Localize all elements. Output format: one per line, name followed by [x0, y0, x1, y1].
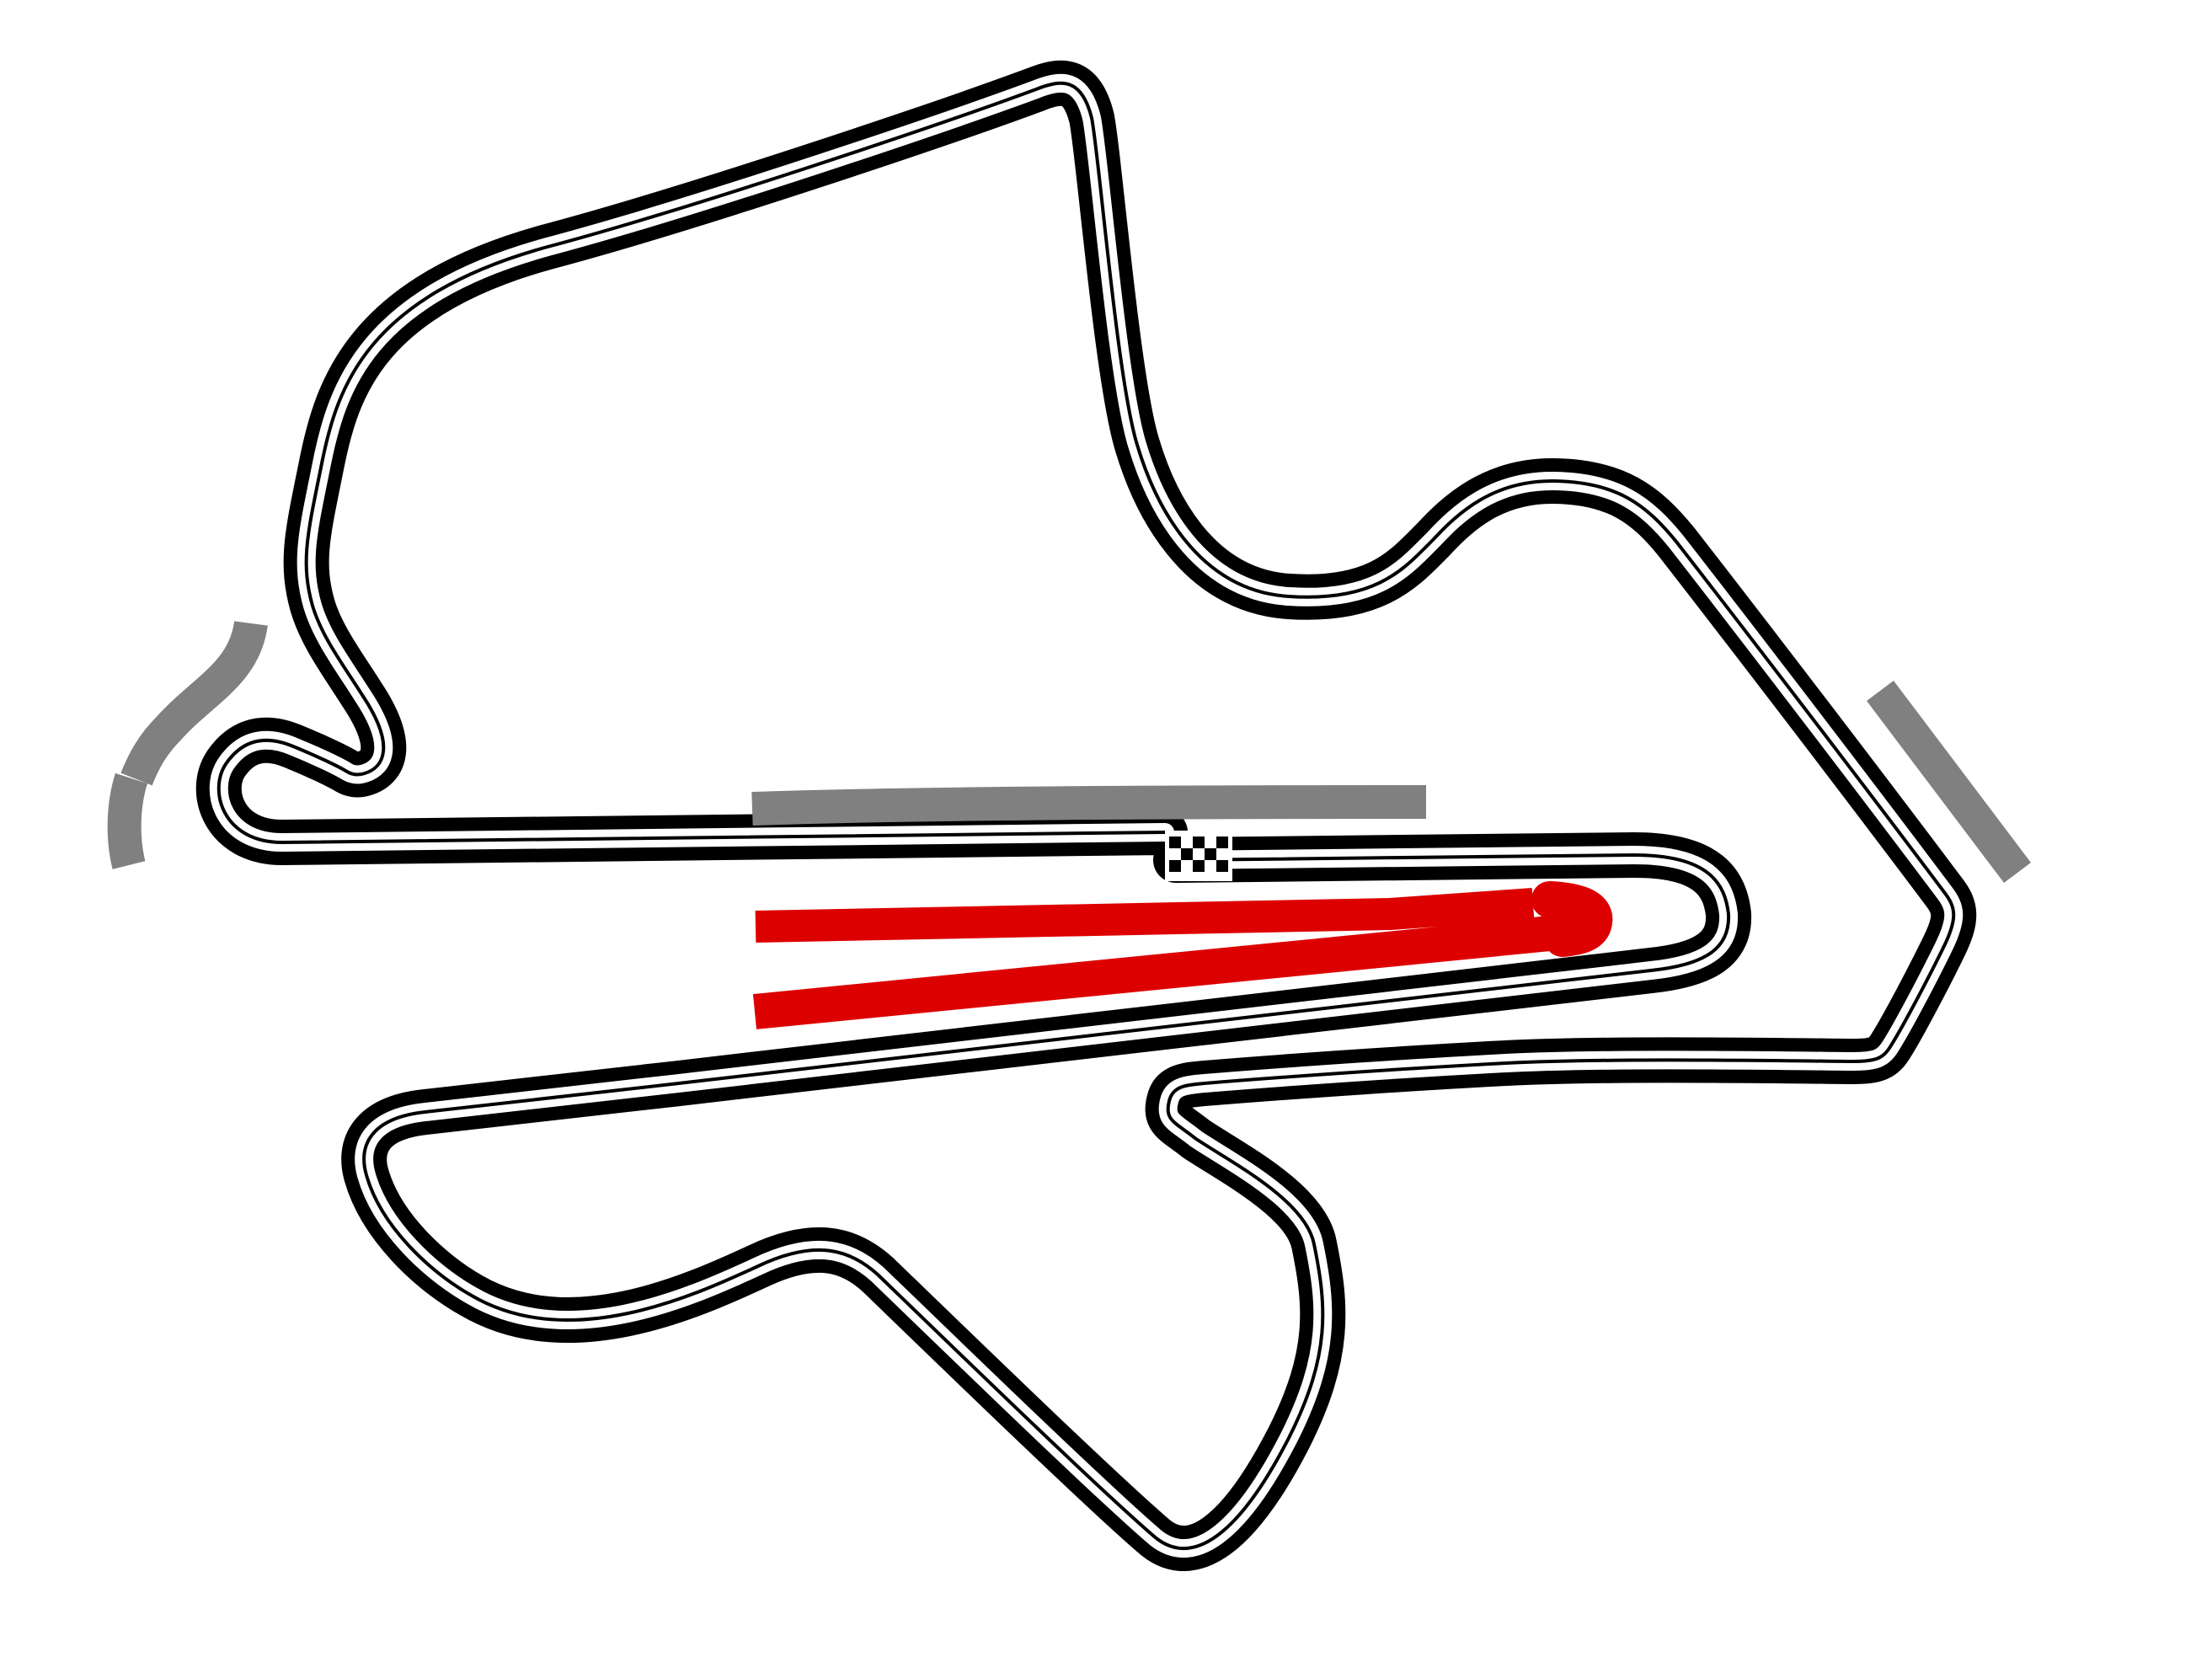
grandstand-turn-two-lower — [107, 772, 148, 869]
grandstand-turn-two-upper — [120, 620, 268, 786]
grandstands — [107, 620, 2031, 884]
pit-lane-exit — [1531, 881, 1613, 957]
pit-area — [752, 881, 1613, 1029]
grandstand-main-straight — [751, 785, 1427, 826]
pit-lane — [755, 888, 1535, 943]
grandstand-right-side — [1867, 680, 2031, 884]
pit-building — [752, 914, 1569, 1029]
race-track — [195, 60, 1977, 1571]
checkered-flag-icon — [1165, 831, 1232, 881]
track-divider — [216, 81, 1956, 1550]
